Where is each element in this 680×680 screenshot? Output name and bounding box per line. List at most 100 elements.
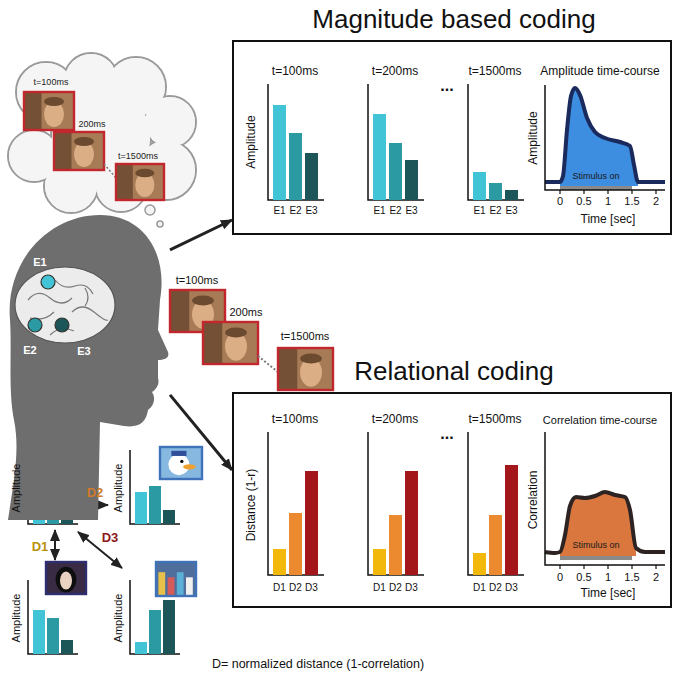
frame-time-label: t=100ms — [34, 77, 69, 87]
text-label: D3 — [305, 582, 318, 594]
text-label: Stimulus on — [572, 171, 619, 181]
axis-tick — [583, 190, 584, 194]
bar — [135, 492, 147, 524]
bar — [163, 600, 175, 654]
bar — [489, 515, 502, 575]
brain — [15, 267, 115, 343]
frame-link — [104, 164, 116, 178]
bar — [373, 549, 386, 575]
picture-ground — [116, 164, 164, 200]
brain-fold — [72, 307, 108, 320]
electrode-label: E3 — [77, 345, 90, 358]
time-course-line — [545, 88, 665, 182]
panel-title: Magnitude based coding — [312, 5, 595, 35]
text-label: 1 — [605, 195, 611, 208]
text-label: D2 — [289, 582, 302, 594]
axis-tick — [655, 565, 656, 569]
cloud-lobe-fill — [9, 131, 59, 181]
picture-shade — [116, 164, 133, 200]
picture-thumbnail — [278, 348, 333, 390]
brain-fold — [85, 288, 88, 306]
axis-label: Amplitude — [112, 594, 125, 643]
text-label: E2 — [489, 205, 501, 217]
text-label: 1.5 — [624, 195, 639, 208]
chart-axis — [368, 84, 424, 200]
stimulus-bar — [560, 556, 632, 560]
text-label: t=1500ms — [281, 330, 330, 343]
picture-hair — [135, 169, 154, 178]
text-label: 2 — [653, 195, 659, 208]
picture-hair — [74, 137, 94, 146]
picture-ground — [24, 92, 74, 130]
amplitude-bar-chart — [368, 84, 424, 200]
text-label: Stimulus on — [572, 540, 619, 550]
text-label: E1 — [273, 205, 285, 217]
text-label: E1 — [373, 205, 385, 217]
text-label: 0.5 — [576, 195, 591, 208]
bar — [389, 515, 402, 575]
text-label: D2 — [489, 582, 502, 594]
correlation-time-course — [545, 432, 665, 569]
time-course-line — [545, 492, 665, 553]
text-label: Time [sec] — [581, 587, 636, 601]
picture-ground — [160, 447, 202, 479]
chart-axis — [268, 84, 324, 200]
head-shape — [8, 215, 168, 520]
bar — [163, 510, 175, 524]
axis-label: Amplitude — [527, 111, 541, 164]
amplitude-time-course — [545, 85, 665, 194]
distance-bar-chart — [468, 432, 524, 575]
picture-shade — [24, 92, 42, 130]
axis-label: Amplitude — [245, 115, 259, 168]
electrode-label: E1 — [33, 256, 46, 269]
chart-axis — [368, 432, 424, 575]
bar — [61, 640, 73, 654]
text-label: D3 — [102, 531, 119, 546]
text-label: D1 — [373, 582, 386, 594]
picture-thumbnail — [54, 132, 104, 170]
electrode-label: E2 — [23, 344, 36, 357]
brain-fold — [28, 293, 72, 303]
text-label: t=200ms — [372, 65, 418, 79]
picture-building — [177, 572, 184, 596]
picture-shade — [54, 132, 72, 170]
bar — [289, 513, 302, 575]
cloud-lobe-fill — [145, 97, 195, 147]
picture-frame — [160, 447, 202, 479]
picture-eye — [180, 460, 183, 463]
text-label: D= normalized distance (1-correlation) — [212, 657, 424, 671]
picture-thumbnail — [116, 164, 164, 200]
axis-tick — [631, 190, 632, 194]
text-label: Correlation time-course — [543, 414, 657, 427]
text-label: 0 — [557, 195, 563, 208]
distance-bar-chart — [268, 432, 324, 575]
bar — [305, 153, 318, 200]
chart-axis — [545, 85, 665, 190]
chart-axis — [468, 84, 524, 200]
picture-ground — [54, 132, 104, 170]
amplitude-bar-chart — [268, 84, 324, 200]
text-label: ... — [440, 425, 453, 443]
electrode — [55, 318, 69, 332]
picture-head — [168, 454, 189, 475]
picture-frame — [46, 562, 86, 594]
distance-bar-chart — [368, 432, 424, 575]
frame-link — [258, 356, 278, 372]
picture-building — [168, 577, 175, 596]
connector-arrow — [170, 220, 232, 250]
text-label: E3 — [405, 205, 417, 217]
text-label: D1 — [473, 582, 486, 594]
text-label: 2 — [653, 571, 659, 584]
picture-frame — [278, 348, 333, 390]
picture-hair — [56, 567, 77, 593]
axis-tick — [559, 565, 560, 569]
text-label: D1 — [273, 582, 286, 594]
text-label: E2 — [289, 205, 301, 217]
frame-time-label: t=1500ms — [118, 151, 158, 161]
text-label: 0.5 — [576, 571, 591, 584]
picture-building — [186, 577, 193, 596]
picture-frame — [54, 132, 104, 170]
text-label: 0 — [557, 571, 563, 584]
picture-thumbnail — [46, 562, 86, 594]
electrode — [28, 318, 42, 332]
